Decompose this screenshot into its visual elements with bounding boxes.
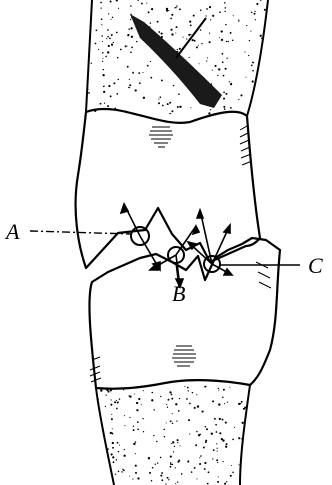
upper-crown-hatching [149,126,252,165]
label-b: B [172,281,185,306]
label-c: C [308,253,323,278]
leader-line-a [30,231,131,234]
upper-tooth-crown [76,109,260,268]
lower-tooth-root [94,384,254,485]
label-a: A [4,219,20,244]
root-canal-line [176,18,206,58]
root-canal-shading [130,14,222,108]
